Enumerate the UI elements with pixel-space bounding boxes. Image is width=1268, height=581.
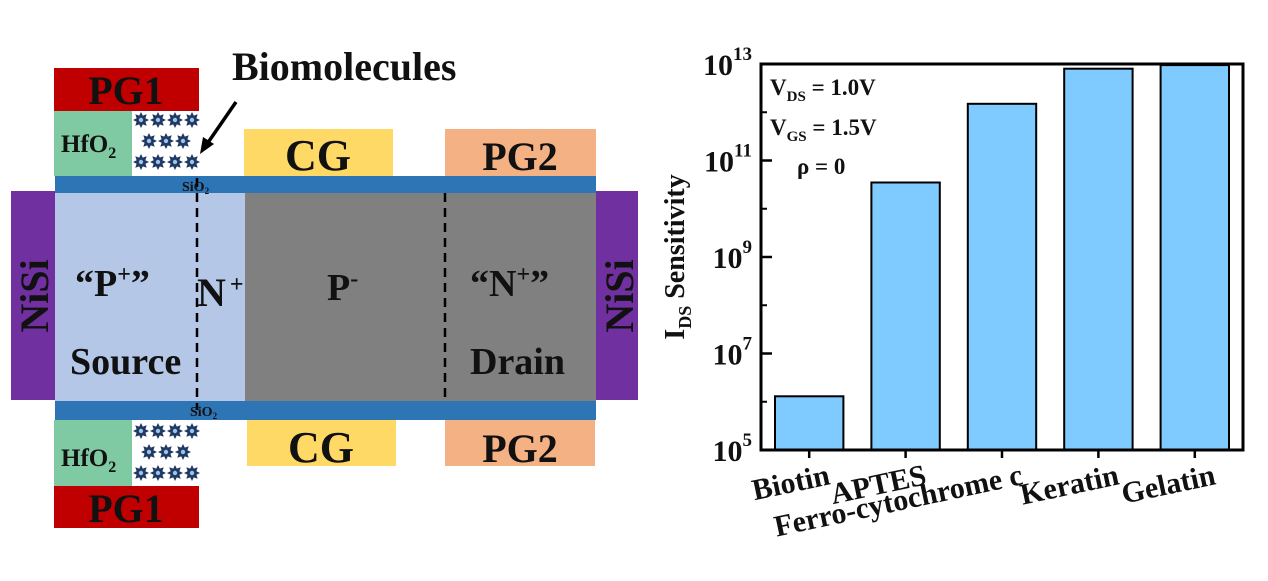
sio2-top-layer — [55, 176, 596, 193]
biomolecule-core — [138, 159, 144, 165]
biomolecule-core — [189, 117, 195, 123]
drain-label: Drain — [470, 341, 565, 383]
pg2-top-gate — [445, 129, 596, 176]
condition-annotation: VDS = 1.0V — [770, 75, 876, 105]
pg1-bottom-label: PG1 — [88, 486, 164, 531]
pg1-top-gate — [54, 68, 199, 111]
bars-group — [774, 64, 1230, 452]
nisi-right-contact — [596, 191, 638, 400]
biomolecule-core — [138, 117, 144, 123]
cg-bottom-label: CG — [288, 423, 354, 472]
bar-gelatin — [1159, 64, 1230, 451]
condition-annotation: VGS = 1.5V — [770, 115, 877, 145]
biomolecule-core — [155, 159, 161, 165]
hfo2-bottom-label: HfO2 — [61, 445, 116, 476]
bar-aptes — [870, 181, 941, 451]
biomolecule-core — [155, 470, 161, 476]
pointer-arrow-head — [200, 137, 214, 154]
nisi-right-label: NiSi — [597, 259, 642, 332]
bar-ferro-cytochrome-c — [966, 102, 1038, 452]
y-tick-label: 107 — [713, 334, 753, 372]
source-doping-label: “P+” — [75, 262, 150, 305]
biomolecule-core — [172, 428, 178, 434]
sio2-bottom-label: SiO2 — [190, 405, 218, 421]
sio2-bottom-layer — [55, 401, 596, 420]
source-region — [55, 193, 245, 401]
biomolecule-core — [189, 159, 195, 165]
condition-annotation: ρ = 0 — [797, 154, 845, 179]
y-axis-label: IDS Sensitivity — [660, 174, 695, 339]
pg2-bottom-label: PG2 — [482, 426, 558, 471]
biomolecule-core — [146, 449, 152, 455]
biomolecules-title: Biomolecules — [232, 44, 456, 89]
p-minus-label: P- — [327, 266, 358, 309]
biomolecule-core — [189, 428, 195, 434]
x-tick-label: Gelatin — [1118, 459, 1218, 511]
biomolecule-cluster-top — [133, 112, 200, 170]
biomolecule-core — [172, 470, 178, 476]
source-label: Source — [70, 341, 181, 383]
biomolecule-core — [172, 117, 178, 123]
hfo2-top-layer — [54, 111, 132, 176]
biomolecule-core — [138, 428, 144, 434]
y-tick-label: 1013 — [703, 44, 752, 82]
pg1-bottom-gate — [54, 486, 199, 528]
biomolecule-core — [180, 449, 186, 455]
biomolecule-core — [189, 470, 195, 476]
biomolecule-core — [155, 117, 161, 123]
condition-annotations: VDS = 1.0V VGS = 1.5V ρ = 0 — [770, 75, 877, 179]
nisi-left-contact — [11, 191, 55, 400]
biomolecule-core — [180, 138, 186, 144]
cg-bottom-gate — [247, 420, 396, 466]
pg1-top-label: PG1 — [88, 68, 164, 113]
device-diagram: Biomolecules NiSi NiSi SiO2 SiO2 PG1 PG1… — [11, 44, 642, 531]
hfo2-top-label: HfO2 — [61, 131, 116, 162]
biomolecule-core — [163, 138, 169, 144]
sensitivity-bar-chart: 105 107 109 1011 1013 BiotinAPTESFerro-cytoc… — [660, 44, 1245, 543]
sio2-top-label: SiO2 — [182, 180, 210, 196]
y-tick-label: 109 — [713, 237, 753, 275]
cg-top-gate — [244, 129, 393, 176]
x-tick-label: Keratin — [1017, 459, 1122, 512]
pg2-top-label: PG2 — [482, 134, 558, 179]
drain-doping-label: “N+” — [470, 262, 549, 305]
pg2-bottom-gate — [445, 420, 595, 466]
biomolecule-core — [146, 138, 152, 144]
y-tick-label: 105 — [713, 430, 753, 468]
biomolecule-core — [155, 428, 161, 434]
biomolecule-core — [172, 159, 178, 165]
bar-keratin — [1063, 67, 1134, 451]
channel-drain-region — [245, 193, 596, 401]
n-plus-label: N+ — [197, 270, 244, 315]
cg-top-label: CG — [285, 131, 351, 180]
biomolecule-core — [163, 449, 169, 455]
biomolecule-core — [138, 470, 144, 476]
hfo2-bottom-layer — [54, 420, 132, 486]
bar-biotin — [774, 395, 845, 451]
y-axis: 105 107 109 1011 1013 — [703, 44, 772, 468]
nisi-left-label: NiSi — [12, 259, 57, 332]
pointer-arrow-line — [205, 101, 238, 145]
biomolecule-cluster-bottom — [133, 423, 200, 481]
y-tick-label: 1011 — [704, 141, 752, 179]
